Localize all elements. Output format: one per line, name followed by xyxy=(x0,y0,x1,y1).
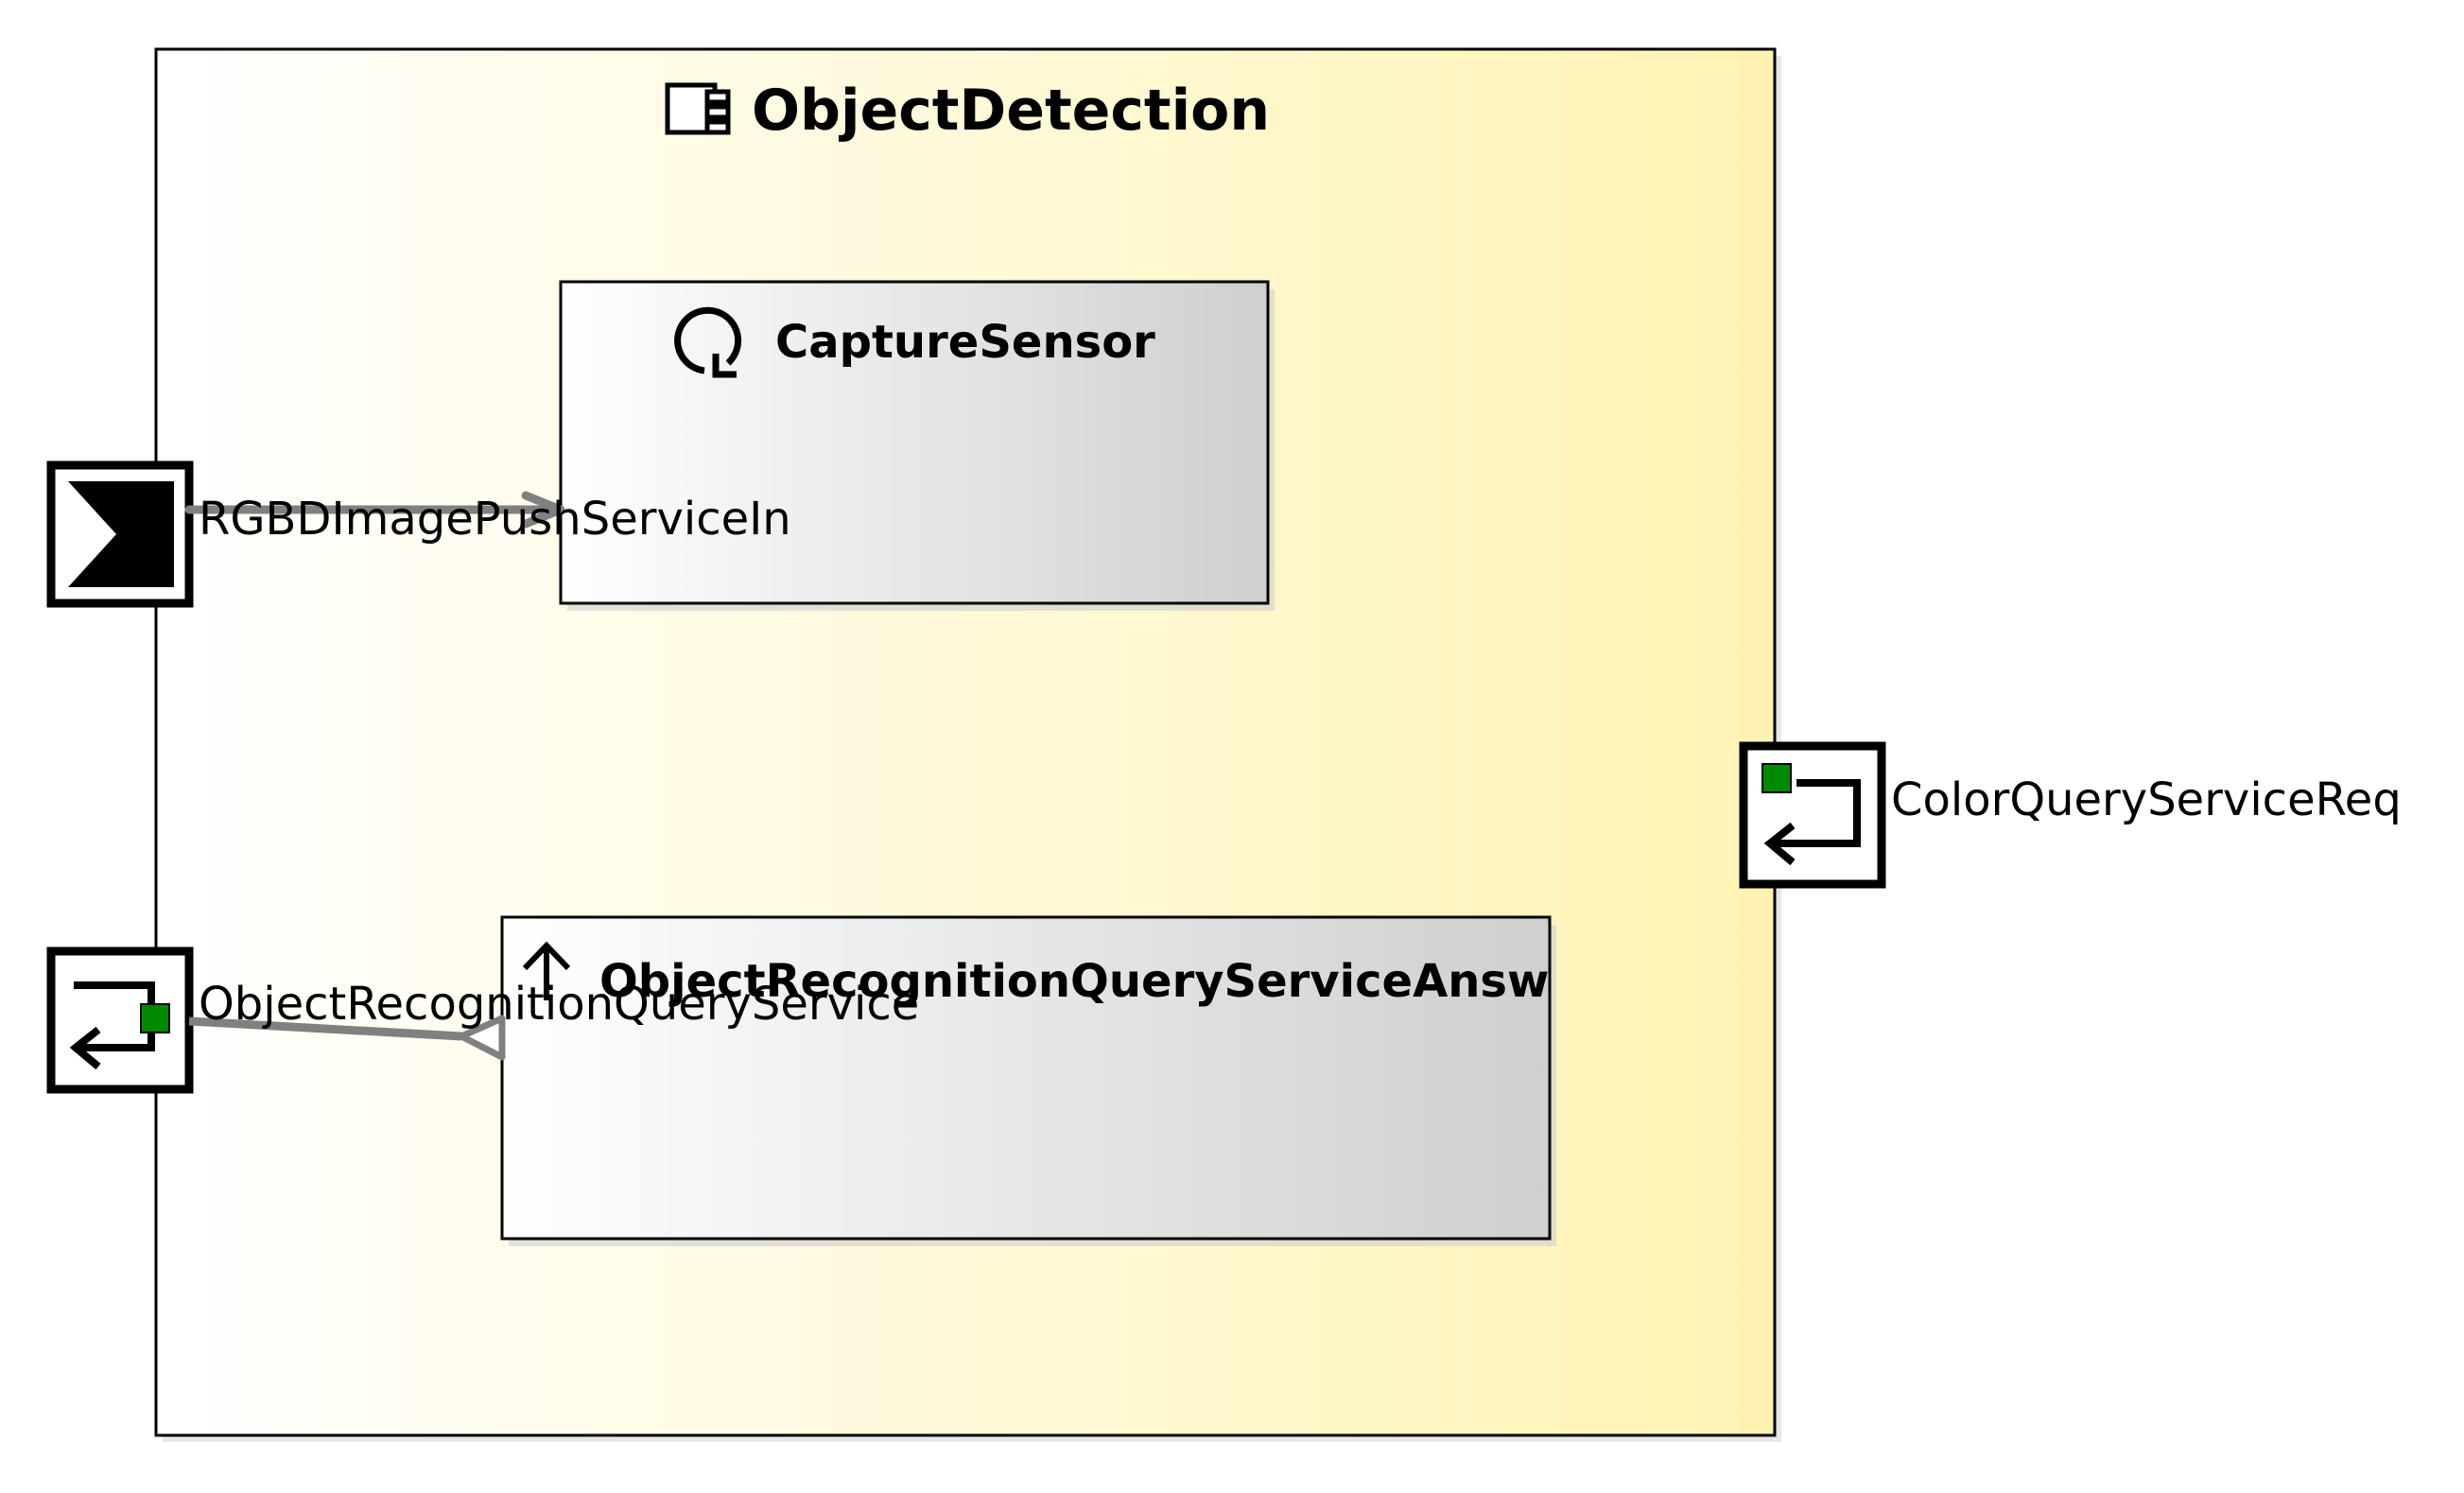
port-object-recognition-query[interactable] xyxy=(46,946,194,1094)
task-capturesensor[interactable]: CaptureSensor xyxy=(559,280,1275,611)
component-icon xyxy=(665,82,731,135)
task-title: ObjectRecognitionQueryServiceAnsw xyxy=(599,955,1549,1008)
port-label-rgbd-push-in: RGBDImagePushServiceIn xyxy=(199,493,791,546)
port-color-query-req[interactable] xyxy=(1739,741,1886,889)
task-objectrecognitionqueryserviceansw[interactable]: ObjectRecognitionQueryServiceAnsw xyxy=(500,915,1556,1246)
port-label-color-query-req: ColorQueryServiceReq xyxy=(1891,773,2402,826)
task-cycle-icon xyxy=(674,306,742,378)
connector-rgbd-to-capturesensor[interactable] xyxy=(184,491,565,529)
connector-query-to-answer-task[interactable] xyxy=(188,1015,506,1061)
push-input-port-icon xyxy=(68,481,174,587)
component-title: ObjectDetection xyxy=(752,78,1270,144)
query-answer-port-icon xyxy=(69,981,170,1070)
query-request-port-icon xyxy=(1761,763,1861,866)
port-rgbd-push-in[interactable] xyxy=(46,460,194,608)
port-label-object-recognition-query: ObjectRecognitionQueryService xyxy=(199,978,919,1031)
task-title: CaptureSensor xyxy=(775,316,1155,369)
up-arrow-icon xyxy=(522,941,571,1000)
